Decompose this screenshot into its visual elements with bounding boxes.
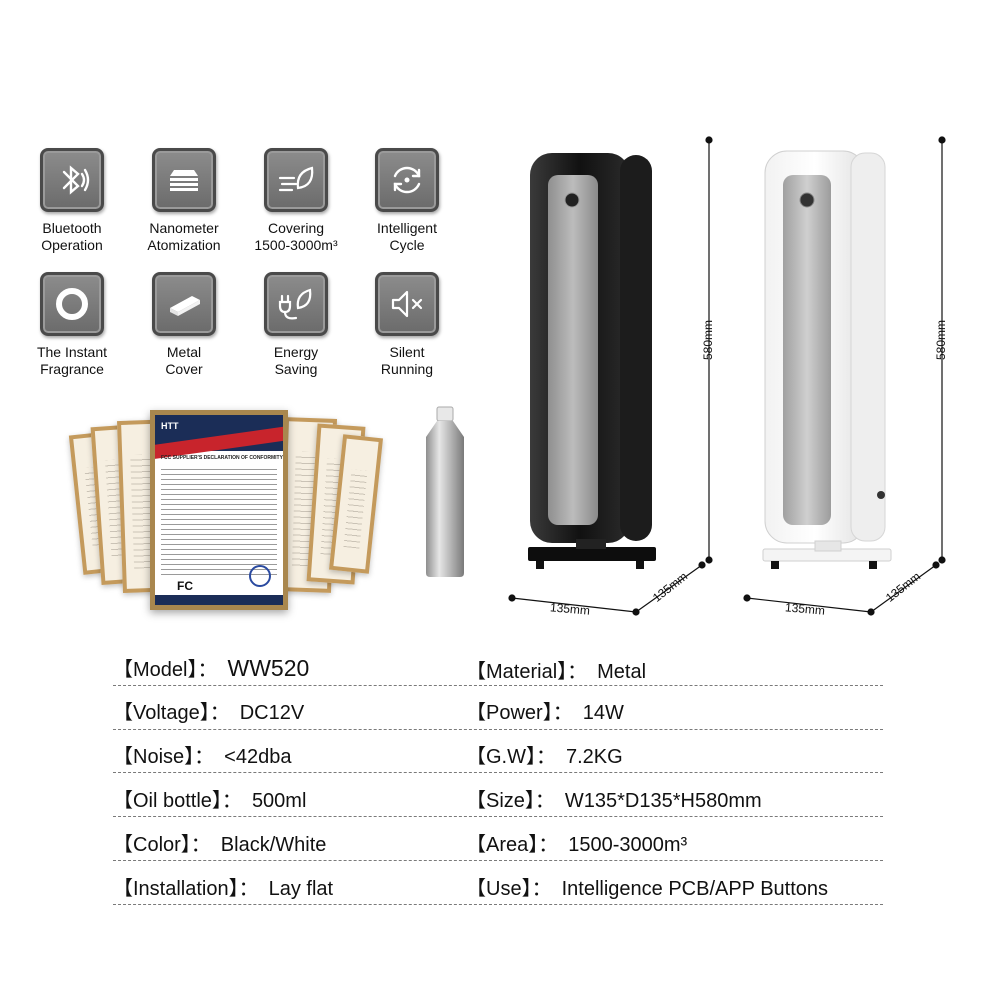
white-diffuser [762, 150, 892, 569]
white-height-label: 580mm [934, 319, 949, 361]
ring-icon [40, 272, 104, 336]
feature-label: Bluetooth Operation [41, 220, 103, 253]
black-diffuser [528, 153, 656, 569]
feature-label: Covering 1500-3000m³ [254, 220, 338, 253]
certificate-seal [249, 565, 271, 587]
fcc-logo: FC [177, 579, 193, 593]
feature-covering: Covering 1500-3000m³ [246, 148, 346, 254]
feature-cycle: Intelligent Cycle [357, 148, 457, 254]
feature-label: The Instant Fragrance [36, 344, 108, 377]
spec-voltage: 【Voltage】：DC12V [113, 702, 305, 724]
feature-label: Silent Running [380, 344, 434, 377]
nanometer-icon [152, 148, 216, 212]
feature-energy-saving: Energy Saving [246, 272, 346, 378]
spec-color: 【Color】：Black/White [113, 834, 327, 856]
plug-leaf-icon [264, 272, 328, 336]
bluetooth-icon [40, 148, 104, 212]
spec-oil-bottle: 【Oil bottle】：500ml [113, 790, 307, 812]
feature-silent-running: Silent Running [357, 272, 457, 378]
oil-bottle [426, 406, 464, 577]
black-height-label: 580mm [701, 319, 716, 361]
spec-area: 【Area】：1500-3000m³ [466, 834, 688, 856]
certificate-title: FCC SUPPLIER'S DECLARATION OF CONFORMITY [161, 455, 283, 461]
certificate-brand: HTT [161, 421, 179, 431]
feature-label: Energy Saving [273, 344, 319, 377]
feature-bluetooth: Bluetooth Operation [22, 148, 122, 254]
feature-metal-cover: Metal Cover [134, 272, 234, 378]
mute-icon [375, 272, 439, 336]
spec-material: 【Material】：Metal [466, 661, 647, 683]
cycle-icon [375, 148, 439, 212]
leaf-wind-icon [264, 148, 328, 212]
fcc-certificate: HTT FCC SUPPLIER'S DECLARATION OF CONFOR… [150, 410, 288, 610]
feature-label: Intelligent Cycle [377, 220, 437, 253]
spec-gw: 【G.W】：7.2KG [466, 746, 623, 768]
spec-installation: 【Installation】：Lay flat [113, 878, 334, 900]
spec-model: 【Model】：WW520 [113, 655, 310, 681]
spec-power: 【Power】：14W [466, 702, 624, 724]
metal-bar-icon [152, 272, 216, 336]
feature-nanometer: Nanometer Atomization [134, 148, 234, 254]
spec-size: 【Size】：W135*D135*H580mm [466, 790, 762, 812]
feature-label: Metal Cover [165, 344, 203, 377]
feature-label: Nanometer Atomization [147, 220, 221, 253]
feature-instant-fragrance: The Instant Fragrance [22, 272, 122, 378]
spec-noise: 【Noise】：<42dba [113, 746, 292, 768]
spec-use: 【Use】：Intelligence PCB/APP Buttons [466, 878, 829, 900]
